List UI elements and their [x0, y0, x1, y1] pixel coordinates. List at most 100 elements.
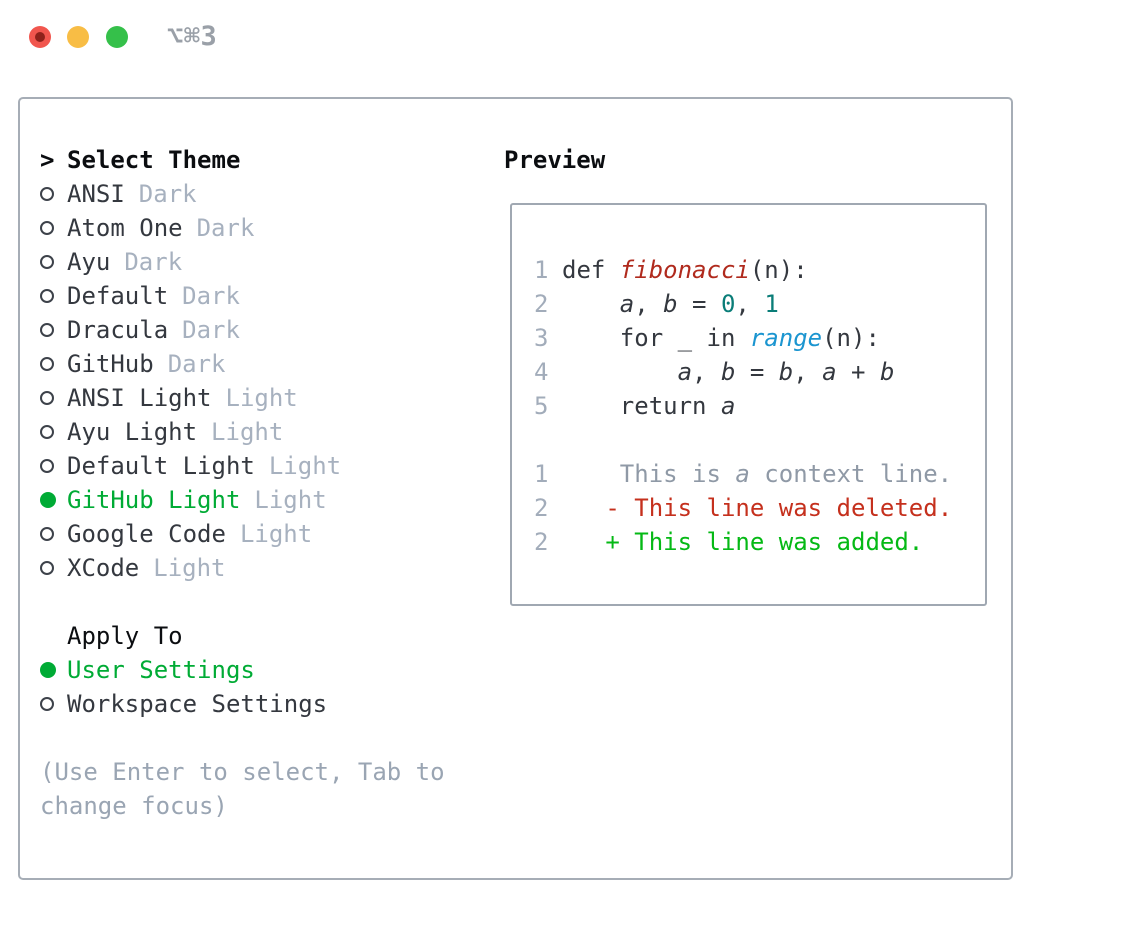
preview-title: Preview [504, 146, 606, 174]
radio-icon[interactable] [40, 255, 54, 269]
theme-tag: Dark [182, 282, 240, 310]
theme-tag: Light [254, 486, 327, 514]
code-text: - This line was deleted. [605, 494, 953, 522]
radio-icon[interactable] [40, 357, 54, 371]
line-number [534, 219, 562, 253]
theme-name: Ayu Light [67, 418, 198, 446]
line-number: 2 [534, 494, 549, 522]
theme-tag: Dark [124, 248, 183, 276]
code-line [534, 559, 985, 593]
theme-tag: Light [211, 418, 284, 446]
theme-tag: Light [153, 554, 226, 582]
theme-name: GitHub [67, 350, 154, 378]
radio-icon[interactable] [40, 697, 54, 711]
radio-icon[interactable] [40, 561, 54, 575]
theme-name: Default [67, 282, 169, 310]
code-text: return a [562, 392, 736, 420]
theme-option[interactable]: Google Code Light [40, 517, 504, 551]
theme-option[interactable]: ANSI Light Light [40, 381, 504, 415]
code-line: 3 for _ in range(n): [534, 321, 985, 355]
spacer [40, 585, 504, 619]
theme-option[interactable]: ANSI Dark [40, 177, 504, 211]
theme-name: ANSI Light [67, 384, 212, 412]
hint-text: (Use Enter to select, Tab to change focus… [40, 755, 504, 823]
theme-name: XCode [67, 554, 140, 582]
theme-option[interactable]: Ayu Light Light [40, 415, 504, 449]
radio-icon[interactable] [40, 425, 54, 439]
code-line: 1 def fibonacci(n): [534, 253, 985, 287]
line-number: 1 [534, 460, 549, 488]
hint-line: change focus) [40, 792, 228, 820]
line-number: 5 [534, 392, 549, 420]
zoom-button-icon[interactable] [106, 26, 128, 48]
theme-option[interactable]: Default Light Light [40, 449, 504, 483]
radio-selected-icon[interactable] [40, 492, 56, 508]
theme-option[interactable]: Dracula Dark [40, 313, 504, 347]
line-number: 3 [534, 324, 549, 352]
selection-caret-icon: > [40, 146, 55, 174]
apply-option-name: User Settings [67, 656, 255, 684]
radio-icon[interactable] [40, 323, 54, 337]
theme-tag: Dark [138, 180, 197, 208]
code-text: a, b = b, a + b [677, 358, 895, 386]
theme-name: Dracula [67, 316, 169, 344]
code-line: 5 return a [534, 389, 985, 423]
theme-tag: Dark [167, 350, 226, 378]
apply-option-name: Workspace Settings [67, 690, 328, 718]
hint-line: (Use Enter to select, Tab to [40, 758, 445, 786]
code-text: + This line was added. [605, 528, 924, 556]
theme-option[interactable]: GitHub Dark [40, 347, 504, 381]
apply-to-header-row: Apply To [40, 619, 504, 653]
code-line [534, 219, 985, 253]
apply-option[interactable]: Workspace Settings [40, 687, 504, 721]
line-number: 1 [534, 256, 549, 284]
minimize-button-icon[interactable] [67, 26, 89, 48]
theme-tag: Dark [182, 316, 240, 344]
radio-icon[interactable] [40, 289, 54, 303]
code-text: a, b = 0, 1 [619, 290, 779, 318]
theme-option[interactable]: Ayu Dark [40, 245, 504, 279]
code-text: def fibonacci(n): [562, 256, 808, 284]
theme-name: Google Code [67, 520, 226, 548]
radio-icon[interactable] [40, 459, 54, 473]
apply-option[interactable]: User Settings [40, 653, 504, 687]
line-number: 4 [534, 358, 549, 386]
line-number: 2 [534, 290, 549, 318]
radio-selected-icon[interactable] [40, 662, 56, 678]
radio-icon[interactable] [40, 391, 54, 405]
theme-option[interactable]: Default Dark [40, 279, 504, 313]
theme-tag: Light [268, 452, 342, 480]
apply-to-title: Apply To [67, 622, 183, 650]
code-line: 2 a, b = 0, 1 [534, 287, 985, 321]
theme-name: ANSI [67, 180, 125, 208]
close-button-icon[interactable] [29, 26, 51, 48]
code-text: for _ in range(n): [562, 324, 880, 352]
theme-name: Ayu [67, 248, 111, 276]
theme-option[interactable]: Atom One Dark [40, 211, 504, 245]
theme-tag: Light [239, 520, 313, 548]
code-line [534, 423, 985, 457]
radio-icon[interactable] [40, 527, 54, 541]
title-bar: ⌥⌘3 [0, 0, 1140, 97]
radio-icon[interactable] [40, 221, 54, 235]
window-title: ⌥⌘3 [167, 21, 218, 52]
radio-icon[interactable] [40, 187, 54, 201]
spacer [40, 721, 504, 755]
theme-option[interactable]: XCode Light [40, 551, 504, 585]
select-theme-title: Select Theme [67, 146, 241, 174]
line-number [534, 423, 562, 457]
theme-name: Atom One [67, 214, 183, 242]
line-number [534, 559, 562, 593]
theme-tag: Dark [196, 214, 255, 242]
theme-tag: Light [225, 384, 298, 412]
code-line: 1 This is a context line. [534, 457, 985, 491]
theme-name: Default Light [67, 452, 255, 480]
